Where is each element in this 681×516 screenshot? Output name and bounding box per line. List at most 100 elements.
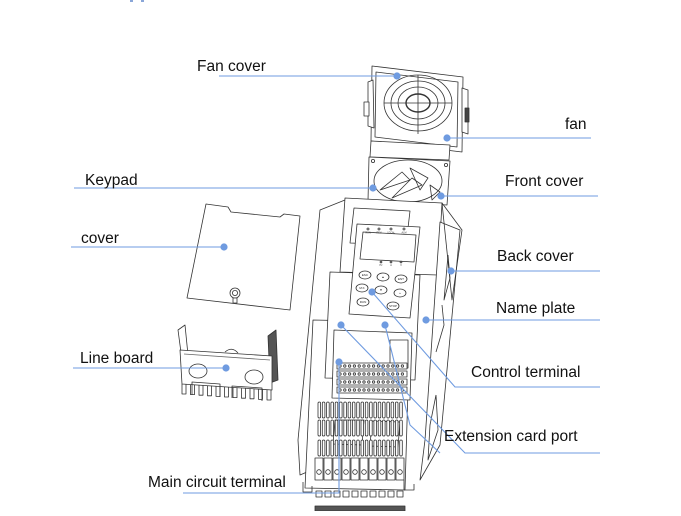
main-terminal-slot bbox=[378, 490, 386, 498]
keypad-button-label: RUN bbox=[360, 300, 367, 304]
control-terminal-screw bbox=[347, 364, 352, 368]
control-terminal-screw bbox=[352, 388, 356, 392]
control-terminal-screw bbox=[376, 388, 380, 392]
control-terminal-screw bbox=[386, 380, 390, 384]
control-terminal-screw bbox=[367, 380, 371, 384]
keypad-led-indicator bbox=[377, 227, 381, 231]
label-name-plate: Name plate bbox=[496, 300, 576, 317]
vent-slot bbox=[394, 419, 399, 437]
vent-slot bbox=[390, 439, 395, 457]
main-circuit-terminals bbox=[314, 457, 406, 512]
main-terminal-block bbox=[359, 457, 369, 481]
control-terminal-screw bbox=[362, 388, 366, 392]
line-board-fin bbox=[181, 384, 187, 395]
control-terminal-screw bbox=[395, 388, 400, 392]
control-terminal-screw bbox=[376, 380, 380, 384]
control-terminal-screw bbox=[391, 364, 395, 368]
main-terminal-screw bbox=[361, 469, 367, 475]
vent-slot bbox=[321, 439, 326, 457]
keypad-button bbox=[393, 288, 407, 298]
vent-slot bbox=[386, 439, 390, 457]
keypad-button bbox=[356, 297, 370, 307]
vent-slot bbox=[326, 439, 330, 457]
control-terminal-screw bbox=[391, 372, 395, 376]
fan-part bbox=[367, 140, 451, 206]
control-terminal-screw bbox=[391, 380, 395, 384]
vent-slot bbox=[334, 401, 339, 419]
leader-line-extension-card-port-b bbox=[384, 324, 441, 454]
control-terminal-screw bbox=[352, 364, 356, 368]
line-board-fin bbox=[266, 390, 272, 401]
control-terminal-screw bbox=[347, 372, 352, 376]
vent-slot bbox=[360, 419, 364, 437]
callout-dot-main-circuit-terminal bbox=[335, 358, 343, 366]
vent-slot bbox=[373, 401, 377, 419]
vent-slot bbox=[364, 439, 369, 457]
vent-slot bbox=[347, 439, 352, 457]
line-board-fin bbox=[224, 387, 229, 398]
vent-slot bbox=[369, 401, 373, 419]
vent-slot bbox=[364, 419, 369, 437]
vent-slot bbox=[386, 419, 390, 437]
keypad-led-label: ALM bbox=[402, 232, 407, 235]
label-back-cover: Back cover bbox=[497, 248, 574, 265]
vent-slot bbox=[390, 419, 395, 437]
keypad-led-label: LOCAL bbox=[387, 232, 396, 235]
vent-slot bbox=[360, 439, 364, 457]
keypad-led-indicator bbox=[402, 227, 406, 231]
callout-dot-keypad bbox=[369, 184, 377, 192]
keypad-button-label: ▼ bbox=[380, 288, 383, 292]
callout-dot-line-board bbox=[222, 364, 230, 372]
callout-dot-control-terminal bbox=[368, 288, 376, 296]
control-terminal-screw bbox=[386, 388, 390, 392]
main-terminal-slot bbox=[396, 490, 404, 498]
control-terminal-screw bbox=[381, 380, 385, 384]
control-terminal-screw bbox=[343, 372, 347, 376]
keypad-button bbox=[355, 283, 369, 293]
vent-slot bbox=[317, 401, 321, 419]
control-terminal-screw bbox=[347, 388, 352, 392]
vent-slot bbox=[339, 401, 343, 419]
vent-slot bbox=[326, 401, 330, 419]
vent-slot bbox=[360, 401, 364, 419]
line-board-part bbox=[177, 324, 279, 401]
line-board-fin bbox=[249, 388, 255, 400]
vent-slot bbox=[382, 401, 386, 419]
vent-slot bbox=[399, 401, 403, 419]
main-terminal-slot bbox=[351, 490, 359, 498]
main-terminal-block bbox=[386, 457, 396, 481]
label-fan-cover: Fan cover bbox=[197, 58, 266, 75]
control-terminal-screw bbox=[400, 364, 404, 368]
callout-dot-extension-card-port-a bbox=[337, 321, 345, 329]
vent-slot bbox=[377, 419, 382, 437]
control-terminal-screw bbox=[362, 364, 366, 368]
vent-slot bbox=[330, 401, 334, 419]
keypad-led-label: RUN bbox=[365, 232, 370, 235]
keypad-button-label: M.K bbox=[359, 286, 364, 290]
callout-dot-name-plate bbox=[422, 316, 430, 324]
control-terminal-screw bbox=[362, 380, 366, 384]
main-terminal-slot bbox=[369, 490, 377, 498]
vent-slot bbox=[334, 419, 339, 437]
vent-slot bbox=[356, 401, 360, 419]
control-terminal-screw bbox=[343, 388, 347, 392]
keypad-button bbox=[374, 285, 388, 295]
control-terminal-screw bbox=[352, 372, 356, 376]
control-terminal-screw bbox=[381, 388, 385, 392]
cover-part bbox=[186, 203, 301, 311]
vent-slot bbox=[377, 439, 382, 457]
control-terminal-screw bbox=[386, 364, 390, 368]
vent-slot bbox=[343, 419, 347, 437]
vent-slot bbox=[382, 419, 386, 437]
main-terminal-screw bbox=[388, 469, 394, 475]
keypad-button-label: STOP bbox=[389, 304, 397, 308]
control-terminal-screw bbox=[381, 364, 385, 368]
control-terminal-screw bbox=[357, 380, 361, 384]
main-terminal-slot bbox=[360, 490, 368, 498]
vent-slot bbox=[339, 419, 343, 437]
keypad-button bbox=[386, 301, 400, 311]
control-terminal-screw bbox=[400, 380, 404, 384]
line-board-fin bbox=[258, 389, 263, 400]
vent-slot bbox=[326, 419, 330, 437]
leader-line-extension-card-port-a bbox=[340, 324, 600, 454]
